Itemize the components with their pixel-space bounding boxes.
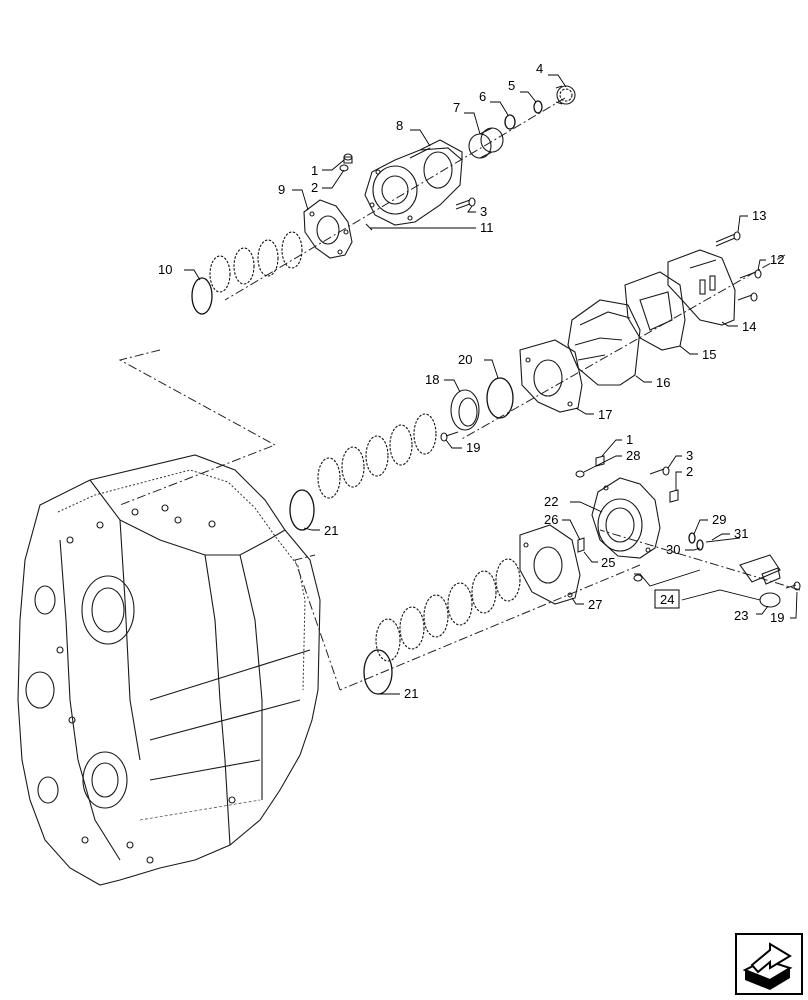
part-24-sensor — [739, 554, 781, 585]
housing-bolt-holes — [56, 504, 236, 864]
callout-4: 4 — [536, 61, 543, 76]
part-20-o-ring — [486, 377, 514, 419]
callout-15: 15 — [702, 347, 716, 362]
part-29-o-ring — [688, 532, 696, 544]
callout-24: 24 — [660, 592, 674, 607]
part-4-nut — [555, 85, 576, 105]
part-5-snap-ring — [533, 100, 543, 114]
callout-1-lower: 1 — [626, 432, 633, 447]
callout-18: 18 — [425, 372, 439, 387]
part-6-snap-ring — [504, 114, 516, 130]
middle-friction-discs — [317, 413, 437, 499]
lower-friction-discs — [375, 558, 521, 662]
part-16-valve-body — [567, 299, 641, 386]
callout-19-upper: 19 — [466, 440, 480, 455]
part-9-gasket — [303, 199, 353, 259]
lower-pump-assembly — [363, 455, 801, 695]
callout-2-lower: 2 — [686, 464, 693, 479]
callout-3-upper: 3 — [480, 204, 487, 219]
callout-5: 5 — [508, 78, 515, 93]
callout-17: 17 — [598, 407, 612, 422]
callout-13: 13 — [752, 208, 766, 223]
part-3-screw — [455, 197, 476, 210]
part-10-snap-ring — [191, 277, 213, 315]
part-1-bolt — [343, 153, 353, 164]
valve-body-stack — [289, 231, 762, 531]
callout-1-upper: 1 — [311, 163, 318, 178]
callout-2-upper: 2 — [311, 180, 318, 195]
callout-26: 26 — [544, 512, 558, 527]
callout-8: 8 — [396, 118, 403, 133]
part-31-shaft — [705, 537, 741, 543]
upper-pump-assembly — [191, 85, 576, 315]
callout-21-lower: 21 — [404, 686, 418, 701]
part-21-snap-ring-lower — [363, 649, 393, 695]
callout-9: 9 — [278, 182, 285, 197]
callout-29: 29 — [712, 512, 726, 527]
part-14-cover-plate — [667, 249, 736, 326]
part-18-piston — [450, 389, 480, 431]
part-1-bolt-lower — [595, 455, 605, 467]
callout-11: 11 — [480, 220, 494, 235]
callout-10: 10 — [158, 262, 172, 277]
callout-27: 27 — [588, 597, 602, 612]
upper-friction-discs — [209, 231, 303, 293]
callout-7: 7 — [453, 100, 460, 115]
part-3-screw-lower — [649, 466, 670, 476]
part-7-bearing — [468, 127, 504, 159]
part-11-pin — [365, 223, 373, 231]
leader-lines — [184, 74, 798, 695]
part-13-screw — [715, 231, 741, 247]
part-8-pump-body — [364, 139, 463, 226]
centerlines — [118, 97, 801, 691]
callout-19-lower: 19 — [770, 610, 784, 625]
callout-25: 25 — [601, 555, 615, 570]
transmission-housing — [17, 454, 321, 886]
callout-21-upper: 21 — [324, 523, 338, 538]
callout-22: 22 — [544, 494, 558, 509]
callout-12: 12 — [770, 252, 784, 267]
part-23-plate — [759, 592, 781, 608]
part-15-gasket — [624, 271, 686, 351]
next-page-arrow-icon[interactable] — [735, 933, 803, 995]
part-19-screw-lower — [785, 581, 801, 591]
part-17-gasket — [519, 339, 583, 413]
callout-24-box: 24 — [654, 589, 680, 609]
callout-3-lower: 3 — [686, 448, 693, 463]
part-30-o-ring — [696, 539, 704, 551]
callout-28: 28 — [626, 448, 640, 463]
callout-16: 16 — [656, 375, 670, 390]
part-28-washer — [575, 470, 585, 478]
callout-labels: 4 5 6 7 8 1 2 9 3 11 10 13 12 14 15 16 1… — [158, 61, 784, 701]
callout-14: 14 — [742, 319, 756, 334]
part-27-gasket — [519, 524, 581, 605]
callout-31: 31 — [734, 526, 748, 541]
part-2-washer-lower — [669, 489, 679, 503]
callout-30: 30 — [666, 542, 680, 557]
part-22-pump-housing — [591, 477, 661, 582]
callout-6: 6 — [479, 89, 486, 104]
part-26-pin — [577, 537, 585, 553]
part-21-snap-ring-middle — [289, 489, 315, 531]
part-12-screws — [737, 269, 762, 302]
part-2-washer — [339, 164, 349, 172]
callout-20: 20 — [458, 352, 472, 367]
callout-23: 23 — [734, 608, 748, 623]
part-19-screw — [440, 431, 459, 442]
